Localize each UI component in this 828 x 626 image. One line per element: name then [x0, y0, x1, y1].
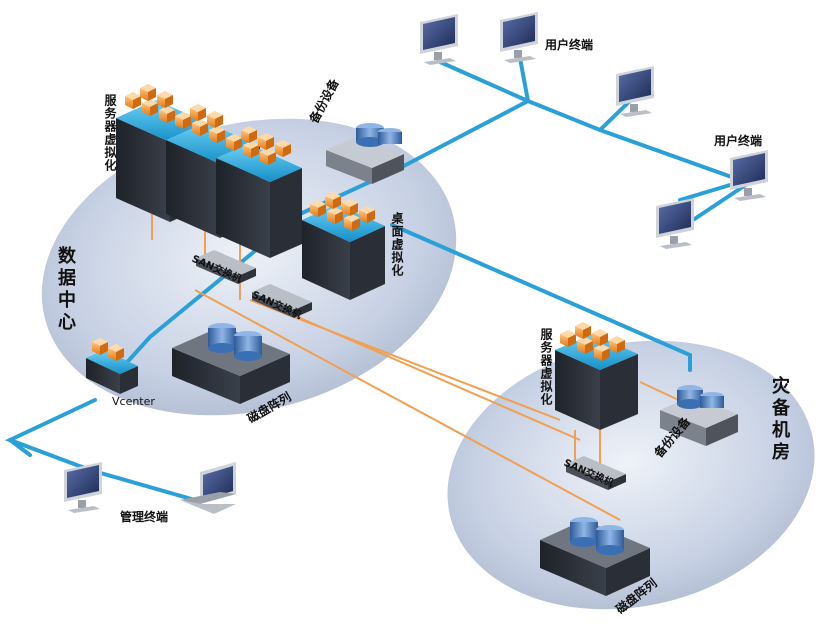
monitor-icon: [420, 14, 458, 65]
laptop-icon: [180, 462, 236, 514]
management-terminal-label: 管理终端: [120, 510, 169, 524]
vcenter-label: Vcenter: [112, 395, 155, 408]
user-terminal-label-right: 用户终端: [714, 134, 763, 148]
backup-appliance-icon: [660, 385, 738, 446]
san-switch-icon: [196, 250, 312, 318]
san-links: [151, 198, 701, 521]
disk-array-icon: [540, 517, 650, 596]
monitor-icon: [500, 12, 538, 63]
monitor-icon: [656, 198, 694, 249]
backup-appliance-icon: [326, 123, 404, 184]
desktop-virtualization-label: 桌面虚拟化: [390, 212, 404, 277]
server-rack-icon: [86, 350, 138, 394]
user-terminal-label-top: 用户终端: [545, 38, 594, 52]
server-virtualization-label-dc: 服务器虚拟化: [103, 94, 117, 172]
monitor-icon: [64, 462, 102, 513]
server-virtualization-label-dr: 服务器虚拟化: [539, 328, 553, 406]
disk-array-icon: [172, 323, 290, 404]
san-switch-icon: [566, 456, 626, 490]
datacenter-label: 数据中心: [55, 246, 76, 334]
dr-room-label: 灾备机房: [769, 376, 790, 464]
